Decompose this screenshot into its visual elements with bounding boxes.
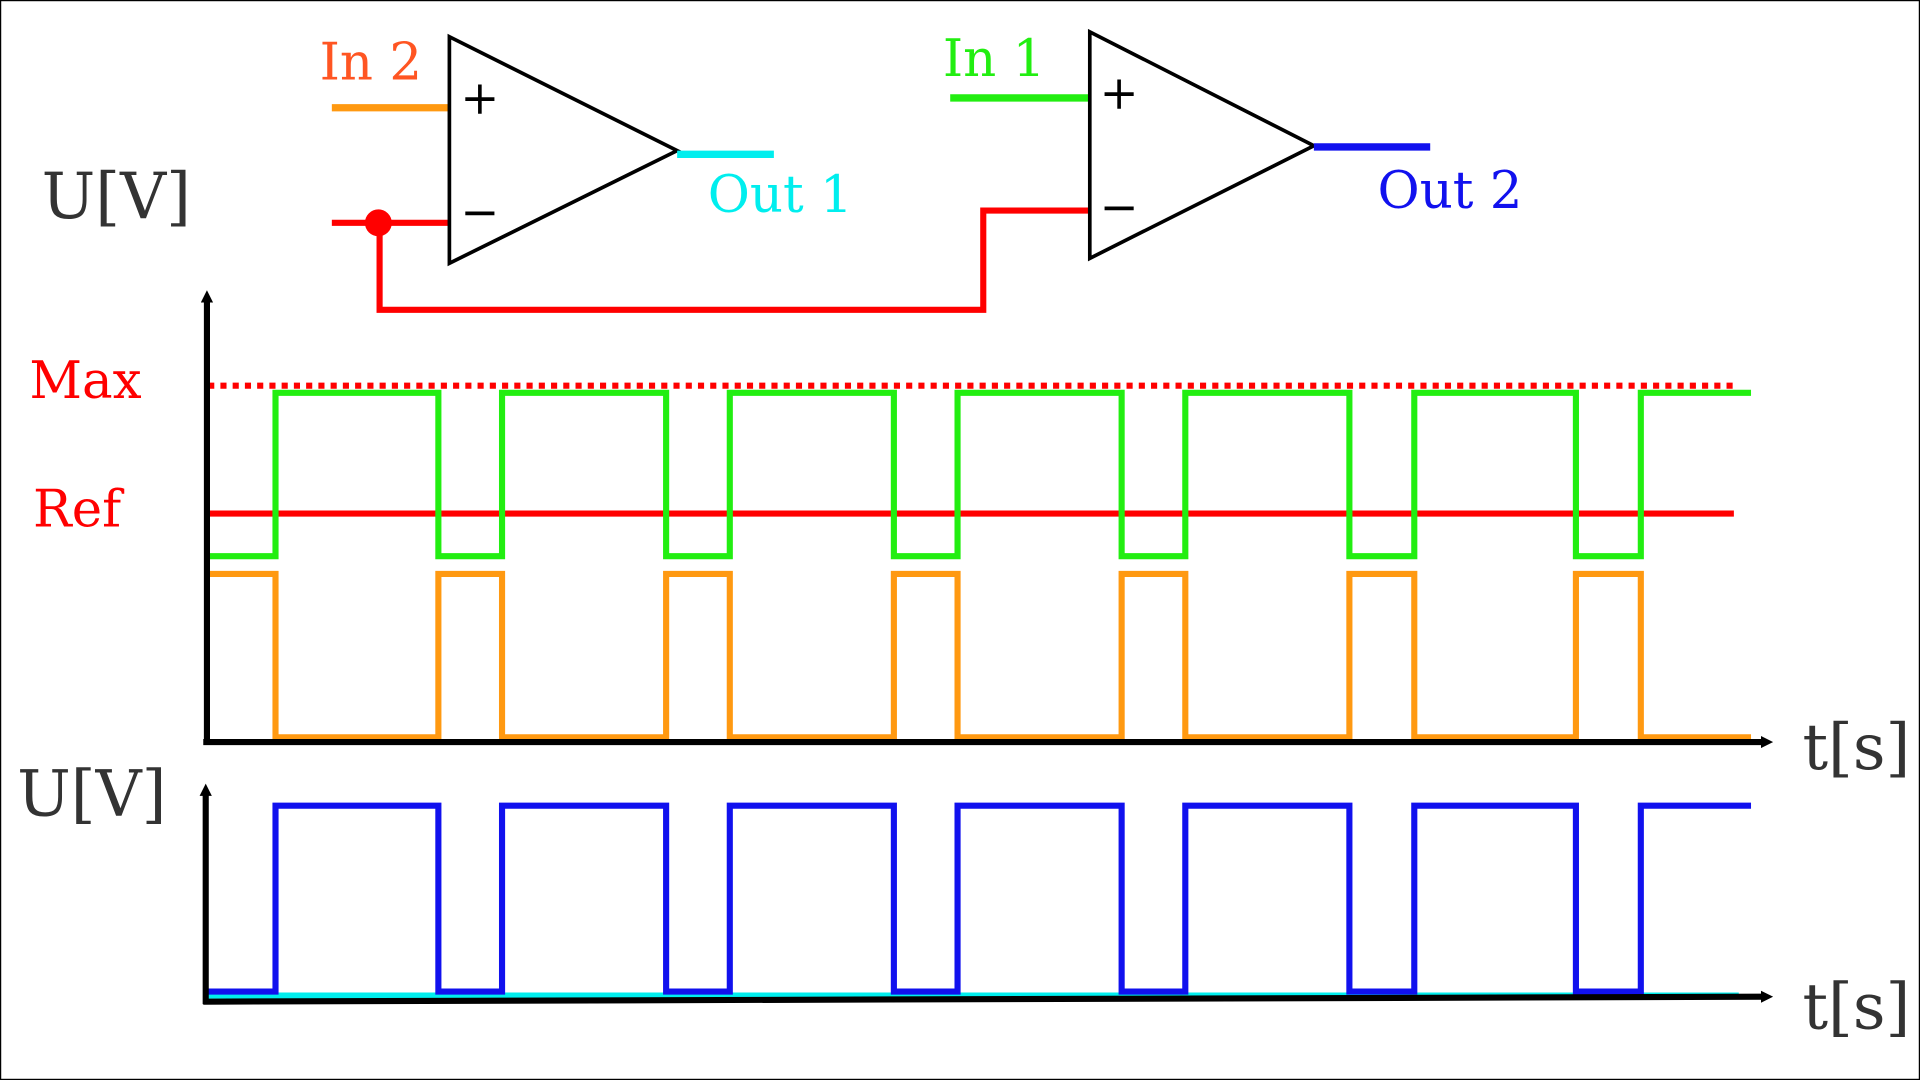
ref-label: Ref [33, 480, 125, 540]
plus-sign-1: + [460, 71, 499, 125]
circuit: + − + − In 2 In 1 Out 1 Out 2 [320, 28, 1523, 313]
in2-label: In 2 [320, 33, 422, 93]
in1-label: In 1 [943, 29, 1045, 89]
waveform-plots [208, 382, 1752, 999]
comparator-1 [447, 33, 682, 267]
out2-label: Out 2 [1378, 161, 1523, 221]
ref-wire-2 [376, 207, 1089, 313]
minus-sign-1: − [460, 185, 499, 239]
in2-waveform [208, 570, 1752, 741]
minus-sign-2: − [1100, 180, 1139, 234]
in1-waveform [208, 389, 1752, 560]
comparator-2 [1087, 28, 1318, 262]
x-axis-label-top: t[s] [1802, 711, 1910, 785]
plus-sign-2: + [1100, 66, 1139, 120]
out2-waveform [208, 802, 1752, 995]
x-axis-label-bottom: t[s] [1802, 971, 1910, 1045]
x-axis-bottom [203, 990, 1774, 1005]
max-label: Max [29, 351, 141, 411]
out1-label: Out 1 [708, 165, 853, 225]
y-axis-label-bottom: U[V] [17, 758, 166, 832]
junction-dot [364, 209, 392, 237]
y-axis-label-top: U[V] [42, 160, 191, 234]
